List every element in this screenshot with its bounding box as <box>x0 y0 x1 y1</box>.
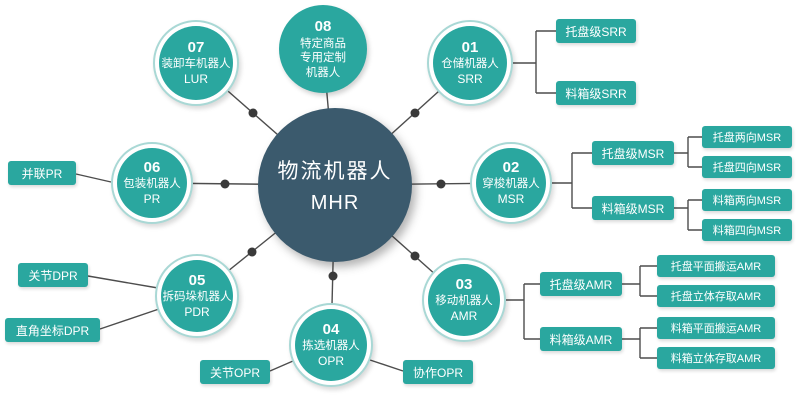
label-tote-2way-msr: 料箱两向MSR <box>702 189 792 211</box>
node-03-circle: 03 移动机器人 AMR <box>428 264 500 336</box>
center-node-mhr: 物流机器人 MHR <box>258 108 412 262</box>
elbow-amr-tote <box>622 327 657 359</box>
node-06: 06 包装机器人 PR <box>111 142 193 224</box>
label-tote-amr: 料箱级AMR <box>540 327 622 351</box>
node-code: PDR <box>184 305 210 320</box>
node-02-circle: 02 穿梭机器人 MSR <box>476 148 546 218</box>
node-02: 02 穿梭机器人 MSR <box>470 142 552 224</box>
node-05-circle: 05 拆码垛机器人 PDR <box>161 260 233 332</box>
junction-dot <box>328 271 338 281</box>
node-code: MSR <box>497 192 525 207</box>
line-parallel-pr <box>75 173 112 183</box>
elbow-msr-tote <box>674 199 702 231</box>
elbow-msr <box>552 152 592 209</box>
node-04: 04 拣选机器人 OPR <box>289 303 373 387</box>
node-05: 05 拆码垛机器人 PDR <box>155 254 239 338</box>
node-number: 08 <box>314 18 332 36</box>
junction-dot <box>247 247 257 257</box>
node-01: 01 仓储机器人 SRR <box>427 20 513 106</box>
node-label: 专用定制 <box>300 52 346 65</box>
junction-dot <box>220 179 230 189</box>
node-07: 07 装卸车机器人 LUR <box>153 20 239 106</box>
node-06-circle: 06 包装机器人 PR <box>117 148 187 218</box>
label-pallet-srr: 托盘级SRR <box>556 19 636 43</box>
line-cartesian-dpr <box>99 308 160 330</box>
node-label: 特定商品 <box>300 37 346 50</box>
label-pallet-msr: 托盘级MSR <box>592 141 674 165</box>
label-pallet-4way-msr: 托盘四向MSR <box>702 156 792 178</box>
node-label: 移动机器人 <box>435 295 493 308</box>
node-08: 08 特定商品 专用定制 机器人 <box>277 3 369 95</box>
node-07-circle: 07 装卸车机器人 LUR <box>159 26 233 100</box>
elbow-srr <box>513 30 556 94</box>
label-cartesian-dpr: 直角坐标DPR <box>5 318 100 342</box>
node-number: 05 <box>188 271 206 289</box>
node-code: PR <box>143 192 161 207</box>
junction-dot <box>410 251 420 261</box>
node-01-circle: 01 仓储机器人 SRR <box>433 26 507 100</box>
elbow-amr-pallet <box>622 265 657 297</box>
label-tote-3d-amr: 料箱立体存取AMR <box>657 347 775 369</box>
center-title: 物流机器人 <box>277 160 393 183</box>
node-code: LUR <box>183 72 208 87</box>
center-code: MHR <box>310 192 360 214</box>
node-code: OPR <box>317 354 344 369</box>
label-parallel-pr: 并联PR <box>8 161 76 185</box>
label-tote-srr: 料箱级SRR <box>556 81 636 105</box>
label-pallet-2way-msr: 托盘两向MSR <box>702 126 792 148</box>
label-tote-4way-msr: 料箱四向MSR <box>702 219 792 241</box>
node-number: 01 <box>461 38 479 56</box>
label-tote-plane-amr: 料箱平面搬运AMR <box>657 317 775 339</box>
node-number: 06 <box>143 158 161 176</box>
junction-dot <box>436 179 446 189</box>
node-code: SRR <box>457 72 483 87</box>
node-label: 拆码垛机器人 <box>162 291 232 304</box>
node-label: 仓储机器人 <box>441 58 499 71</box>
node-label: 机器人 <box>305 66 341 79</box>
node-number: 07 <box>187 38 205 56</box>
node-number: 02 <box>502 158 520 176</box>
elbow-amr <box>506 283 540 340</box>
junction-dot <box>248 108 258 118</box>
node-04-circle: 04 拣选机器人 OPR <box>295 309 367 381</box>
label-tote-msr: 料箱级MSR <box>592 196 674 220</box>
line-joint-opr <box>269 360 294 372</box>
node-label: 穿梭机器人 <box>482 178 540 191</box>
line-joint-dpr <box>87 275 159 289</box>
node-number: 04 <box>322 320 340 338</box>
label-pallet-3d-amr: 托盘立体存取AMR <box>657 285 775 307</box>
line-collab-opr <box>369 359 404 372</box>
junction-dot <box>410 108 420 118</box>
node-code: AMR <box>450 309 478 324</box>
node-number: 03 <box>455 275 473 293</box>
node-03: 03 移动机器人 AMR <box>422 258 506 342</box>
label-joint-opr: 关节OPR <box>200 360 270 384</box>
node-label: 包装机器人 <box>123 178 181 191</box>
label-joint-dpr: 关节DPR <box>18 263 88 287</box>
label-pallet-plane-amr: 托盘平面搬运AMR <box>657 255 775 277</box>
node-08-circle: 08 特定商品 专用定制 机器人 <box>279 5 367 93</box>
node-label: 拣选机器人 <box>302 340 360 353</box>
label-collab-opr: 协作OPR <box>403 360 473 384</box>
node-label: 装卸车机器人 <box>161 58 231 71</box>
elbow-msr-pallet <box>674 136 702 168</box>
label-pallet-amr: 托盘级AMR <box>540 272 622 296</box>
